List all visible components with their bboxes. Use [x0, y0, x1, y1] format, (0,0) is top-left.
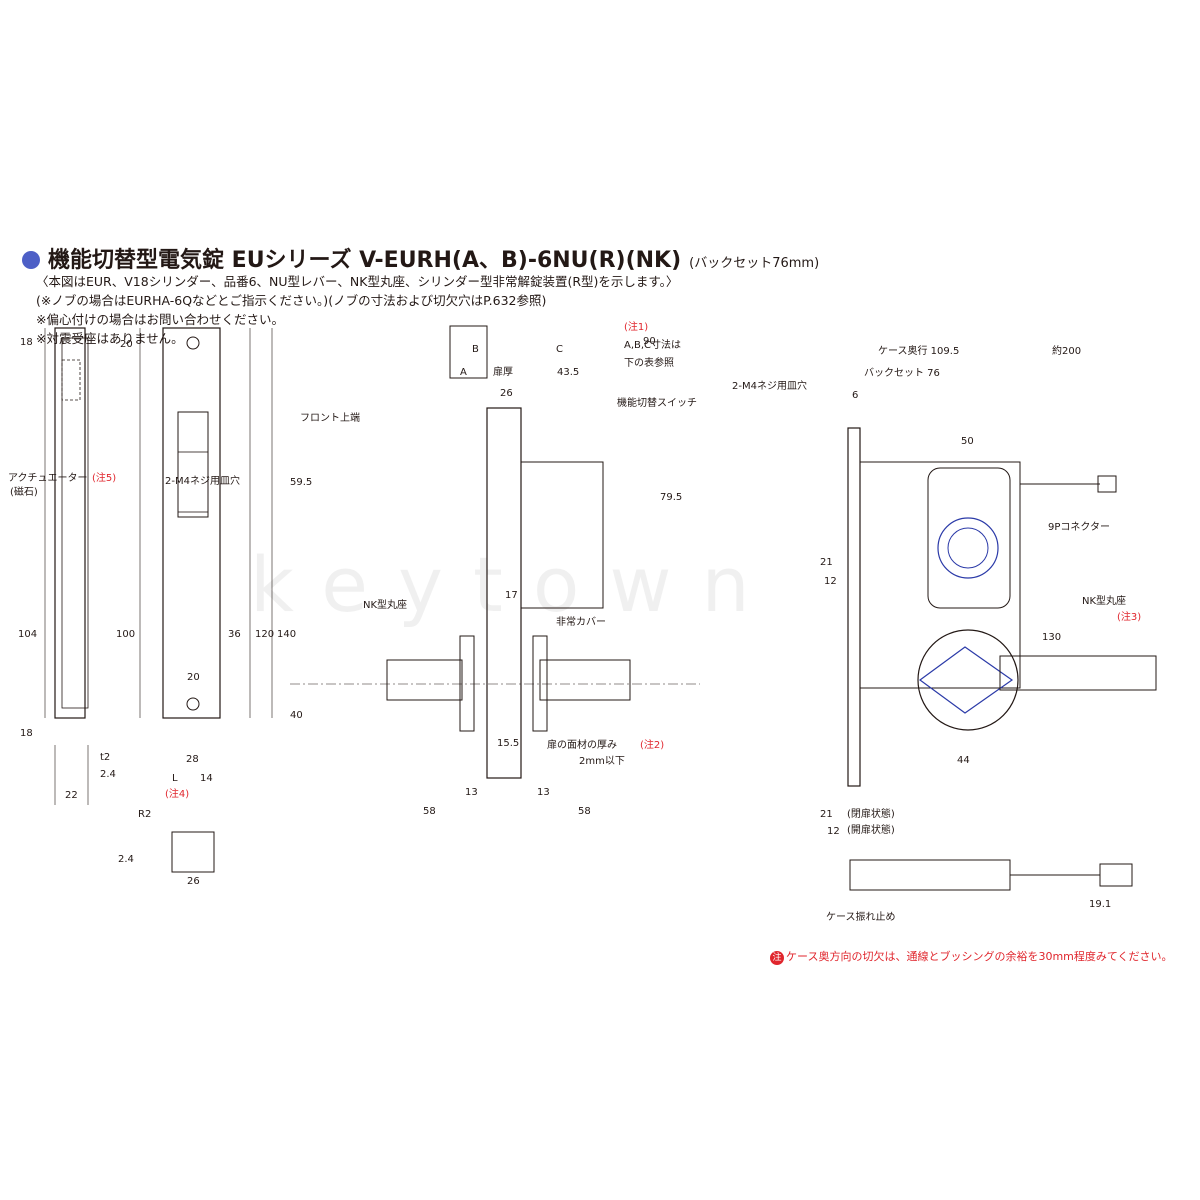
note-label: (注2)	[640, 738, 664, 751]
dim-label: 約200	[1052, 344, 1081, 357]
dim-label: 140	[277, 629, 296, 640]
dim-label: 機能切替スイッチ	[617, 396, 697, 409]
dim-label: 26	[187, 876, 200, 887]
strike-view: 2-M4ネジ用皿穴 20 100 36 20 120 140 28 L 14 (…	[116, 327, 296, 887]
dim-label: C	[556, 344, 563, 355]
dim-label: 58	[423, 806, 436, 817]
dim-label: 40	[290, 710, 303, 721]
dim-label: 2.4	[118, 854, 134, 865]
dim-label: 22	[65, 790, 78, 801]
dim-label: 17	[505, 590, 518, 601]
dim-label: 18	[20, 337, 33, 348]
title-sub: (バックセット76mm)	[689, 256, 820, 271]
dim-label: (磁石)	[10, 485, 38, 498]
right-view: ケース奥行 109.5 約200 2-M4ネジ用皿穴 バックセット 76 6 5…	[732, 344, 1157, 787]
note-badge: 注	[770, 951, 784, 965]
dim-label: NK型丸座	[1082, 594, 1126, 607]
note-label: (注4)	[165, 787, 189, 800]
actuator-view: アクチュエーター (注5) (磁石) 18 104 18 t2 2.4 22	[8, 327, 116, 805]
note-line: 〈本図はEUR、V18シリンダー、品番6、NU型レバー、NK型丸座、シリンダー型…	[36, 274, 679, 289]
dim-label: (閉扉状態)	[847, 807, 895, 820]
dim-label: 扉厚	[493, 365, 513, 378]
note-label: (注1)	[624, 320, 648, 333]
page-title: 機能切替型電気錠 EUシリーズ V-EURH(A、B)-6NU(R)(NK) (…	[22, 242, 819, 274]
dim-label: 2.4	[100, 769, 116, 780]
center-view: B C A 扉厚 26 43.5 (注1) A,B,C寸法は 下の表参照 フロン…	[290, 320, 700, 817]
dim-label: 12	[827, 826, 840, 837]
dim-label: 50	[961, 436, 974, 447]
dim-label: 36	[228, 629, 241, 640]
dim-label: 104	[18, 629, 37, 640]
note-line: ※対震受座はありません。	[36, 331, 184, 346]
dim-label: 9Pコネクター	[1048, 521, 1110, 533]
dim-label: 19.1	[1089, 899, 1111, 910]
dim-label: ケース振れ止め	[826, 910, 896, 923]
dim-label: 21	[820, 809, 833, 820]
dim-label: ケース奥行 109.5	[878, 344, 959, 357]
bottom-note-text: ケース奥方向の切欠は、通線とブッシングの余裕を30mm程度みてください。	[786, 950, 1173, 963]
dim-label: 59.5	[290, 477, 312, 488]
dim-label: t2	[100, 752, 110, 763]
dim-label: 15.5	[497, 738, 519, 749]
dim-label: 12	[824, 576, 837, 587]
detail-view: 21 12 (閉扉状態) (開扉状態) 19.1 ケース振れ止め	[820, 807, 1133, 923]
dim-label: 18	[20, 728, 33, 739]
dim-label: (開扉状態)	[847, 823, 895, 836]
dim-label: 79.5	[660, 492, 682, 503]
dim-label: 14	[200, 773, 213, 784]
dim-label: 2-M4ネジ用皿穴	[165, 474, 240, 487]
dim-label: 2mm以下	[579, 756, 625, 767]
dim-label: 130	[1042, 632, 1061, 643]
note-line: ※偏心付けの場合はお問い合わせください。	[36, 312, 284, 327]
dim-label: 扉の面材の厚み	[547, 738, 617, 751]
dim-label: 非常カバー	[556, 615, 606, 628]
dim-label: 43.5	[557, 367, 579, 378]
dim-label: B	[472, 344, 479, 355]
dim-label: 20	[120, 339, 133, 350]
dim-label: 26	[500, 388, 513, 399]
dim-label: 100	[116, 629, 135, 640]
note-line: (※ノブの場合はEURHA-6Qなどとご指示ください。)(ノブの寸法および切欠穴…	[36, 293, 547, 308]
dim-label: 28	[186, 754, 199, 765]
dim-label: A	[460, 367, 467, 378]
dim-label: 13	[465, 787, 478, 798]
title-main: 機能切替型電気錠 EUシリーズ V-EURH(A、B)-6NU(R)(NK)	[48, 248, 682, 273]
dim-label: L	[172, 773, 178, 784]
dim-label: 20	[187, 672, 200, 683]
dim-label: R2	[138, 809, 151, 820]
dim-label: 58	[578, 806, 591, 817]
bottom-note: 注ケース奥方向の切欠は、通線とブッシングの余裕を30mm程度みてください。	[770, 948, 1173, 965]
dim-label: 2-M4ネジ用皿穴	[732, 379, 807, 392]
dim-label: 下の表参照	[624, 356, 674, 369]
notes: 〈本図はEUR、V18シリンダー、品番6、NU型レバー、NK型丸座、シリンダー型…	[36, 272, 678, 348]
dim-label: 6	[852, 390, 858, 401]
dim-label: 21	[820, 557, 833, 568]
watermark: keytown	[250, 540, 780, 629]
dim-label: A,B,C寸法は	[624, 338, 681, 351]
dim-label: アクチュエーター	[8, 472, 88, 484]
bullet-icon	[22, 251, 40, 269]
dim-label: 13	[537, 787, 550, 798]
dim-label: バックセット 76	[864, 367, 940, 379]
dim-label: 90	[643, 336, 656, 347]
dim-label: NK型丸座	[363, 598, 407, 611]
note-label: (注5)	[92, 471, 116, 484]
dim-label: 44	[957, 755, 970, 766]
dim-label: 120	[255, 629, 274, 640]
note-label: (注3)	[1117, 610, 1141, 623]
dim-label: フロント上端	[300, 411, 360, 424]
